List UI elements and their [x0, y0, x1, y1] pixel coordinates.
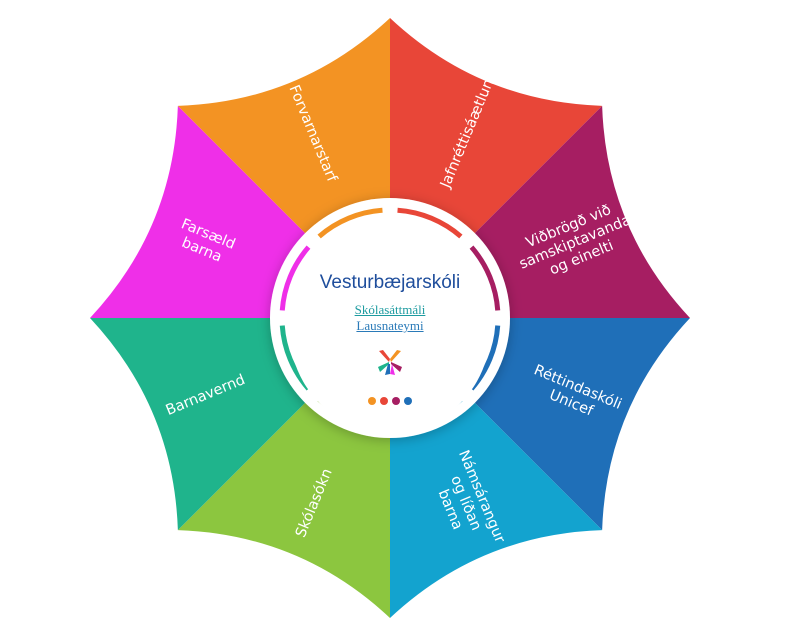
ring-segment-jafnrettisaaetlun [397, 207, 463, 239]
ring-segment-vidbrogd [469, 245, 501, 311]
color-dot [404, 397, 412, 405]
hub-title: Vesturbæjarskóli [319, 272, 461, 293]
school-hands-logo-icon [378, 350, 402, 375]
color-dot [392, 397, 400, 405]
ring-segment-rettindaskoli [469, 325, 501, 391]
color-dot [380, 397, 388, 405]
color-dot [368, 397, 376, 405]
lausnateymi-link[interactable]: Lausnateymi [356, 318, 424, 333]
center-hub: Vesturbæjarskóli Skólasáttmáli Lausnatey… [290, 232, 490, 432]
color-dots [368, 397, 412, 405]
skolasattmali-link[interactable]: Skólasáttmáli [354, 302, 426, 317]
ring-segment-forvarnarstarf [317, 207, 383, 239]
ring-segment-farsaeld [279, 245, 311, 311]
